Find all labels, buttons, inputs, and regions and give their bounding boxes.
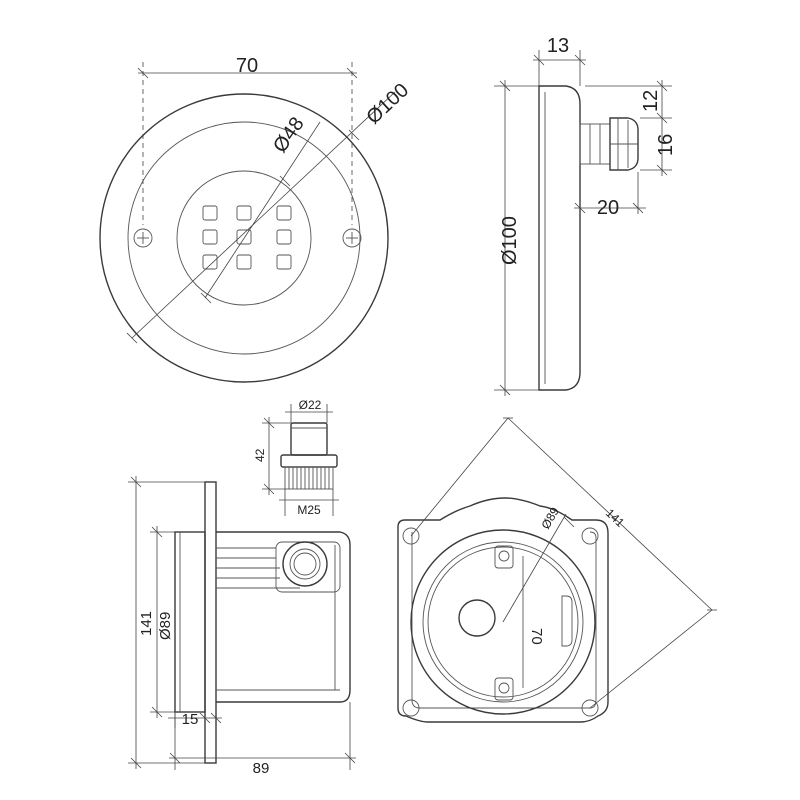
dim-side-gland-height: 16 [655,134,677,156]
housing-side-view: 141 Ø89 15 89 [128,476,356,777]
dim-housing-inner-diameter: Ø89 [157,612,174,640]
housing-bore-inner [422,541,584,703]
fitting-nut [280,454,338,468]
side-view: 13 12 16 20 Ø100 [494,35,677,396]
lens-ring [176,170,312,306]
screw-boss-bottom [494,677,514,701]
screw-right [342,228,362,248]
housing-bore [410,529,596,715]
led [236,254,252,270]
inner-rim [127,121,361,355]
led [236,229,252,245]
outer-rim [99,93,389,383]
dim-fitting-height: 42 [253,448,267,462]
inlet-port [275,541,341,593]
dim-fitting-thread: M25 [297,503,321,517]
screw-left [133,228,153,248]
dim-side-gland-offset: 12 [640,90,662,112]
dim-diagonal-100 [131,91,396,339]
dim-front-inner-diameter: Ø48 [269,113,309,157]
housing-ring [174,531,206,713]
led [202,254,218,270]
fitting-view: Ø22 42 M25 [253,398,339,517]
led [276,229,292,245]
led [202,229,218,245]
dim-front-diameter: Ø100 [362,79,413,128]
dim-fitting-diameter: Ø22 [299,398,322,412]
front-view: 70 Ø100 Ø48 [99,55,413,383]
housing-back-view: Ø89 70 141 [397,417,717,723]
housing-body [216,531,351,703]
side-slot [561,595,573,647]
screw-boss-top [494,545,514,569]
mount-hole [402,527,420,545]
led [202,205,218,221]
dim-diagonal-48 [204,121,321,299]
dim-housing-height: 141 [138,611,155,636]
dim-back-radius [502,513,567,623]
outlet-hole [458,599,496,637]
dim-housing-flange: 15 [182,711,199,728]
mount-hole [581,699,599,717]
dim-front-width: 70 [236,55,258,77]
cable-gland [579,117,639,171]
dim-back-screw-spacing: 70 [528,628,545,645]
dim-side-depth: 13 [547,35,569,57]
led [276,205,292,221]
dim-side-diameter: Ø100 [499,216,521,265]
led-grid [202,205,292,270]
led [236,205,252,221]
side-body [538,85,581,391]
led [276,254,292,270]
mount-hole [581,527,599,545]
dim-housing-depth: 89 [253,760,270,777]
mount-hole [402,699,420,717]
housing-flange [204,481,217,764]
housing-plate [397,497,609,723]
dim-side-gland-length: 20 [597,197,619,219]
